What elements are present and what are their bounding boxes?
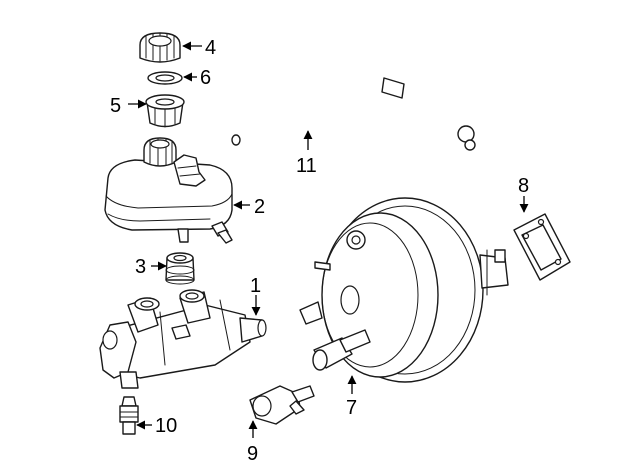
part-8-gasket[interactable] <box>513 213 571 281</box>
callout-6: 6 <box>200 67 211 89</box>
callout-8: 8 <box>518 175 529 197</box>
callouts: 4 6 5 2 3 1 10 9 7 8 11 <box>110 37 529 465</box>
callout-1: 1 <box>250 275 261 297</box>
part-9-vacuum-sensor[interactable] <box>249 385 315 425</box>
callout-9: 9 <box>247 443 258 465</box>
part-1-master-cylinder[interactable] <box>99 289 267 389</box>
callout-2: 2 <box>254 196 265 218</box>
part-3-grommet[interactable] <box>165 252 195 285</box>
part-2-reservoir[interactable] <box>104 137 233 244</box>
callout-5: 5 <box>110 95 121 117</box>
part-5-strainer[interactable] <box>145 94 185 128</box>
callout-3: 3 <box>135 256 146 278</box>
part-7-brake-booster[interactable] <box>299 197 509 383</box>
part-10-pressure-switch[interactable] <box>119 396 139 435</box>
part-11-vacuum-hose[interactable] <box>231 66 476 151</box>
callout-7: 7 <box>346 397 357 419</box>
callout-11: 11 <box>296 155 317 177</box>
callout-10: 10 <box>155 415 177 437</box>
part-6-seal-ring[interactable] <box>147 71 183 85</box>
callout-4: 4 <box>205 37 216 59</box>
part-4-reservoir-cap[interactable] <box>139 32 181 63</box>
leader-lines <box>128 41 529 438</box>
